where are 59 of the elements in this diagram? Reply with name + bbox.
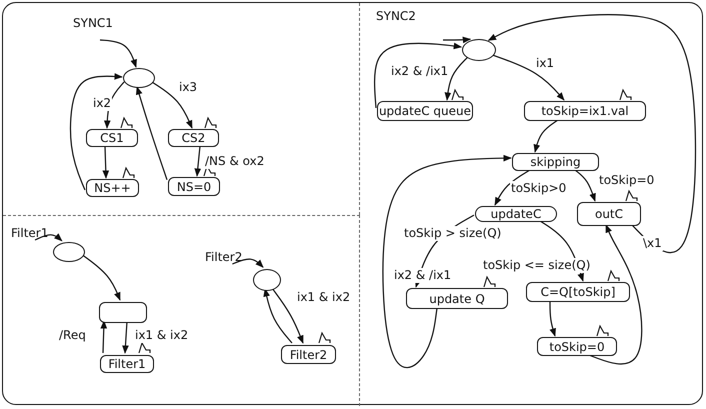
- transition-label: ix2: [92, 96, 112, 111]
- state-box: update Q: [406, 288, 508, 309]
- state-box: [99, 302, 147, 323]
- state-box: NS++: [86, 179, 139, 197]
- transition-arrow: [588, 224, 642, 365]
- state-box: C=Q[toSkip]: [526, 282, 630, 302]
- transition-arrow: [122, 320, 129, 354]
- region-label: Filter2: [205, 250, 259, 266]
- transition-label: ix2 & /ix1: [393, 268, 452, 283]
- transition-arrow: [82, 254, 121, 301]
- transition-label: /NS & ox2: [204, 154, 266, 169]
- transition-label: ix1 & ix2: [134, 328, 190, 343]
- transition-arrow: [263, 288, 292, 344]
- transition-arrow: [152, 81, 193, 129]
- transition-label: /Req: [58, 328, 87, 343]
- transition-arrow: [102, 146, 110, 179]
- transition-arrow: [100, 39, 137, 68]
- transition-arrow: [70, 73, 123, 190]
- transition-arrow: [34, 233, 62, 242]
- transition-arrow: [574, 170, 596, 202]
- state-box: toSkip=0: [537, 337, 617, 356]
- state-box: CS2: [168, 129, 219, 147]
- state-box: updateC: [475, 206, 557, 222]
- state-box: toSkip=ix1.val: [524, 101, 646, 121]
- region-title: SYNC1: [73, 16, 113, 30]
- transition-arrow: [194, 146, 202, 177]
- state-box: CS1: [86, 129, 138, 147]
- transition-arrow: [443, 36, 472, 44]
- region-label: Filter1: [11, 226, 61, 242]
- initial-state-ellipse: [253, 269, 281, 291]
- state-box: outC: [577, 202, 641, 226]
- transition-arrow: [100, 320, 108, 354]
- transition-arrow: [549, 301, 556, 337]
- transition-label: ix2 & /ix1: [390, 64, 450, 79]
- transition-arrow: [492, 54, 565, 101]
- transition-arrow: [136, 86, 168, 180]
- state-box: updateC queue: [377, 101, 473, 121]
- state-box: Filter2: [281, 345, 336, 364]
- transition-arrow: [104, 82, 125, 129]
- transition-label: toSkip>0: [510, 181, 568, 196]
- transition-arrow: [382, 154, 512, 368]
- transition-arrow: [232, 258, 264, 268]
- transition-arrow: [494, 169, 530, 206]
- initial-state-ellipse: [462, 39, 496, 61]
- state-box: Filter1: [100, 355, 154, 373]
- initial-state-ellipse: [123, 68, 155, 88]
- transition-arrow: [488, 14, 696, 254]
- initial-state-ellipse: [53, 242, 85, 262]
- state-box: skipping: [512, 153, 599, 171]
- transition-label: \x1: [642, 236, 663, 251]
- state-box: NS=0: [168, 177, 220, 196]
- transition-arrow: [444, 57, 468, 101]
- transition-label: toSkip > size(Q): [403, 226, 502, 241]
- transition-arrow: [374, 42, 462, 108]
- transition-arrow: [534, 120, 558, 153]
- region-title: SYNC2: [376, 9, 416, 23]
- transition-label: toSkip=0: [598, 173, 656, 188]
- transition-arrow: [271, 288, 304, 344]
- transition-label: toSkip <= size(Q): [482, 258, 592, 273]
